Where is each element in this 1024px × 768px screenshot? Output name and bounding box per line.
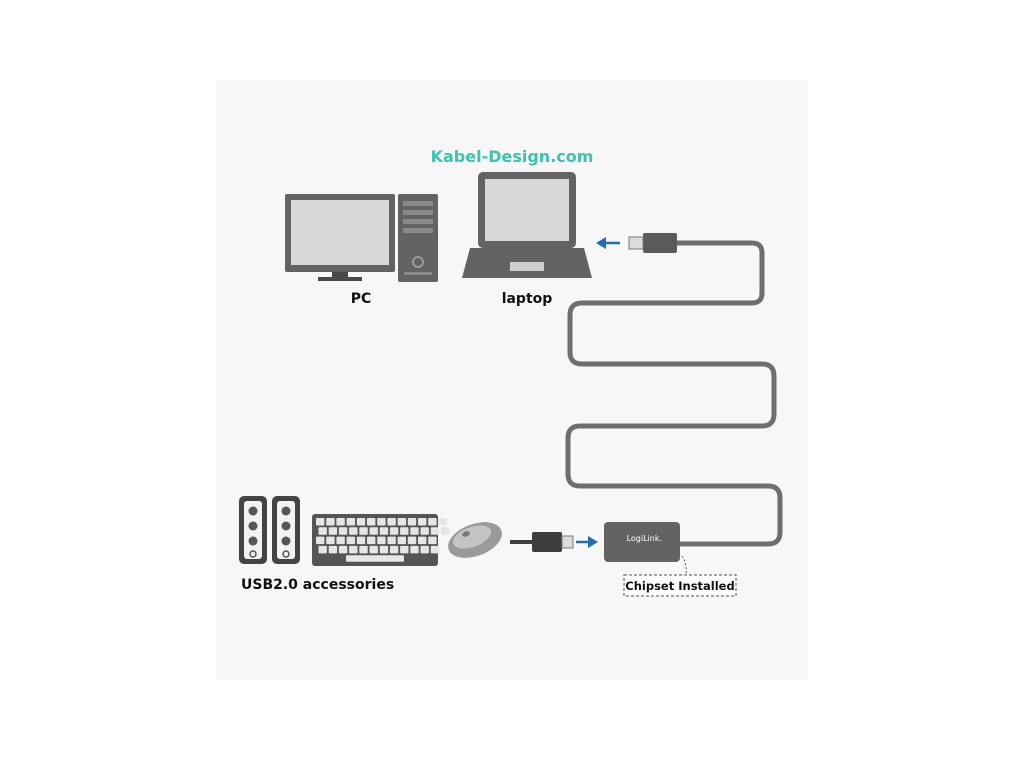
keyboard-key — [377, 518, 386, 526]
keyboard-key — [336, 518, 345, 526]
usb-plug-laptop-metal — [628, 236, 644, 250]
keyboard-key — [379, 527, 389, 535]
keyboard-key — [356, 536, 366, 545]
arrow-to-adapter — [576, 536, 598, 548]
keyboard-key — [328, 527, 338, 535]
keyboard-key — [430, 545, 440, 554]
keyboard-key — [418, 536, 427, 545]
keyboard-key — [367, 518, 376, 526]
keyboard-key — [349, 527, 358, 535]
accessories-label: USB2.0 accessories — [241, 577, 394, 593]
keyboard-key — [328, 545, 338, 554]
pc-tower-bay-2 — [403, 210, 433, 215]
keyboard-key — [369, 545, 378, 554]
keyboard-key — [438, 518, 447, 526]
keyboard-key — [346, 518, 355, 526]
keyboard-key — [430, 527, 440, 535]
pc-monitor-neck — [332, 272, 348, 278]
pc-tower-bay-3 — [403, 219, 433, 224]
keyboard-key — [389, 527, 399, 535]
keyboard-key — [318, 545, 327, 554]
keyboard-key — [359, 527, 368, 535]
keyboard-key — [359, 545, 368, 554]
pc-tower — [398, 194, 438, 282]
keyboard-key — [397, 518, 406, 526]
pc-tower-bay-1 — [403, 201, 433, 206]
keyboard-key — [318, 527, 327, 535]
usb-plug-laptop-body — [643, 233, 677, 253]
keyboard-key — [349, 545, 358, 554]
pc-label: PC — [351, 291, 372, 307]
keyboard-key — [389, 545, 399, 554]
keyboard-key — [407, 518, 417, 526]
keyboard-key — [418, 518, 427, 526]
keyboard-key — [326, 518, 335, 526]
keyboard-key — [410, 545, 419, 554]
usb-plug-accessories-metal — [561, 535, 574, 549]
usb-adapter: LogiLink. — [604, 522, 680, 562]
keyboard-key — [428, 536, 437, 545]
laptop-screen — [485, 179, 569, 241]
keyboard-key — [387, 536, 396, 545]
usb-plug-laptop — [628, 233, 677, 253]
pc-tower-bay-4 — [403, 228, 433, 233]
keyboard-key — [397, 536, 406, 545]
keyboard-key — [346, 536, 355, 545]
keyboard-key — [387, 518, 396, 526]
usb-adapter-body — [604, 522, 680, 562]
keyboard-key — [400, 545, 409, 554]
keyboard-key — [356, 518, 366, 526]
chipset-callout-box — [623, 574, 737, 597]
keyboard-key — [338, 527, 348, 535]
keyboard-key — [338, 545, 348, 554]
pc-tower-button — [412, 256, 424, 268]
extension-cable — [565, 240, 783, 547]
keyboard-key — [316, 536, 325, 545]
keyboard-icon — [312, 514, 450, 566]
keyboard-key — [336, 536, 345, 545]
pc-monitor-stand — [318, 277, 362, 281]
keyboard-key — [367, 536, 376, 545]
keyboard-key — [316, 518, 325, 526]
watermark-text: Kabel-Design.com — [431, 147, 594, 166]
chipset-callout-line — [681, 555, 687, 575]
keyboard-key — [369, 527, 378, 535]
keyboard-key — [428, 518, 437, 526]
usb-plug-accessories — [532, 532, 574, 552]
laptop-label: laptop — [502, 291, 553, 307]
keyboard-key — [400, 527, 409, 535]
arrow-to-laptop — [596, 237, 620, 249]
pc-tower-vent — [404, 272, 432, 275]
keyboard-key — [440, 527, 450, 535]
keyboard-key — [420, 545, 429, 554]
laptop-icon — [462, 172, 592, 278]
mouse-icon — [448, 522, 502, 558]
pc-icon — [285, 194, 438, 282]
speakers-icon — [239, 496, 300, 564]
keyboard-keys — [316, 518, 450, 562]
keyboard-spacebar — [346, 555, 404, 562]
keyboard-key — [379, 545, 389, 554]
laptop-touchpad — [510, 262, 544, 271]
keyboard-key — [420, 527, 429, 535]
keyboard-key — [410, 527, 419, 535]
mouse-top — [452, 525, 492, 549]
usb-plug-accessories-body — [532, 532, 562, 552]
chipset-label: Chipset Installed — [625, 579, 734, 593]
keyboard-key — [326, 536, 335, 545]
adapter-logo: LogiLink. — [627, 534, 662, 543]
mouse-wheel — [462, 531, 470, 537]
pc-monitor-screen — [291, 200, 389, 265]
keyboard-key — [407, 536, 417, 545]
keyboard-key — [377, 536, 386, 545]
